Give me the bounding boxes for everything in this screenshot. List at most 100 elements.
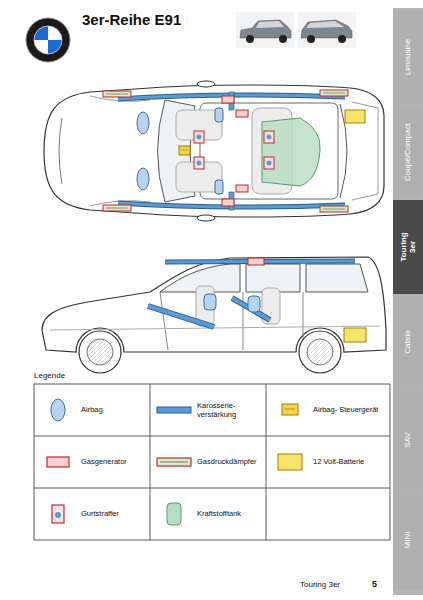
legend-text: Gurtstraffer — [81, 509, 119, 518]
section-tab: Limousine — [393, 10, 423, 104]
car-top-view-part — [44, 85, 384, 217]
legend-table-part — [150, 384, 151, 540]
label-box: 5 — [372, 579, 377, 589]
car-photo-part — [236, 12, 294, 48]
airbag-control-unit-part — [181, 150, 188, 151]
section-tab: MINI — [393, 490, 423, 590]
legend-swatch — [157, 407, 191, 413]
battery-part — [345, 110, 365, 123]
car-top-view-part — [197, 81, 215, 87]
belt-tensioner-part — [194, 157, 204, 169]
belt-tensioner-part — [197, 161, 202, 166]
ecu-symbol — [282, 404, 298, 415]
belt-tensioner-part — [264, 131, 274, 143]
tab-label: Cabrio — [403, 330, 412, 354]
legend-entry: Gurtstraffer — [35, 489, 149, 539]
legend-symbol — [39, 397, 77, 423]
legend-text: Airbag- Steuergerät — [313, 405, 378, 414]
tab-label-holder: MINI — [403, 532, 412, 549]
legend-entry: Karosserie- verstärkung — [151, 385, 265, 435]
legend-swatch — [51, 399, 65, 421]
gas-damper-part — [103, 205, 131, 211]
car-photo-part — [256, 21, 284, 28]
legend-entry: Gasdruckdämpfer — [151, 437, 265, 487]
airbag-control-unit — [179, 146, 190, 155]
legend-text: 12 Volt-Batterie — [313, 457, 364, 466]
tab-label-holder: Limousine — [403, 39, 412, 75]
gas-generator-part — [236, 110, 248, 117]
gas-damper-part — [106, 94, 128, 95]
brand-logo-part — [26, 18, 70, 62]
brand-logo-part — [34, 26, 62, 54]
car-side-view-part — [344, 328, 366, 342]
car-top-view-part — [200, 103, 338, 199]
car-side-view-part — [148, 306, 214, 327]
car-photo-part — [298, 12, 356, 48]
section-tab: Coupé/Compact — [393, 105, 423, 199]
gas-damper — [103, 90, 348, 212]
car-photo-part — [338, 35, 346, 43]
tab-label-holder: Cabrio — [403, 330, 412, 354]
car-top-view — [44, 81, 384, 221]
ecu-symbol-detail — [285, 409, 295, 410]
legend-table-part — [34, 436, 390, 437]
car-top-view-part — [137, 112, 149, 134]
page-title: 3er-Reihe E91 — [82, 11, 181, 28]
legend-entry: Airbag — [35, 385, 149, 435]
belt-tensioner-part — [267, 161, 272, 166]
gas-generator — [222, 96, 248, 206]
car-top-view-part — [197, 215, 215, 221]
belt-tensioner-part — [267, 135, 272, 140]
legend-symbol — [39, 449, 77, 475]
legend-entry: Airbag- Steuergerät — [267, 385, 389, 435]
legend-table-part — [34, 488, 390, 489]
car-top-view-part — [215, 108, 223, 122]
tensioner-symbol-dot — [55, 512, 61, 518]
car-side-view-part — [79, 331, 121, 373]
brand-logo-part — [34, 26, 62, 54]
car-top-view-part — [90, 96, 150, 206]
tensioner-symbol — [52, 505, 64, 523]
car-top-view-part — [137, 168, 149, 190]
car-side-view-part — [307, 339, 333, 365]
car-photo-part — [306, 21, 344, 28]
legend-text: Gasdruckdämpfer — [197, 457, 257, 466]
car-top-view-part — [215, 180, 223, 194]
legend-symbol — [155, 449, 193, 475]
gas-damper-part — [323, 93, 345, 94]
car-side-view-part — [204, 294, 216, 310]
gas-damper-part — [320, 90, 348, 96]
belt-tensioner-part — [264, 157, 274, 169]
legend-table — [34, 384, 390, 540]
legend-entry: 12 Volt-Batterie — [267, 437, 389, 487]
page-label: Legende — [34, 371, 65, 380]
legend-symbol — [155, 397, 193, 423]
section-tab: Cabrio — [393, 295, 423, 389]
car-photo-part — [301, 20, 352, 38]
section-tab: SAV — [393, 390, 423, 489]
section-tab: Touring 3er — [393, 200, 423, 294]
legend-entry: Gasgenerator — [35, 437, 149, 487]
tab-label: Coupé/Compact — [403, 123, 412, 181]
page-label: Touring 3er — [300, 580, 340, 589]
legend-swatch — [167, 503, 181, 525]
generator-symbol — [47, 457, 69, 467]
car-photo-part — [279, 35, 287, 43]
belt-tensioner-part — [197, 135, 202, 140]
legend-symbol — [271, 449, 309, 475]
legend-text: Gasgenerator — [81, 457, 127, 466]
legend-entry: Kraftstofftank — [151, 489, 265, 539]
legend-text: Kraftstofftank — [197, 509, 241, 518]
legend-symbol — [271, 397, 309, 423]
legend-text: Airbag — [81, 405, 103, 414]
gas-damper-part — [106, 208, 128, 209]
page-label: 5 — [372, 579, 377, 589]
car-side-view-part — [160, 292, 303, 350]
label-box: Touring 3er — [300, 580, 340, 589]
gas-generator-part — [222, 199, 234, 206]
car-top-view-part — [262, 118, 320, 186]
car-side-view-part — [299, 331, 341, 373]
car-side-view — [42, 257, 386, 373]
gas-damper-part — [323, 209, 345, 210]
damper-symbol-rod — [160, 462, 188, 463]
